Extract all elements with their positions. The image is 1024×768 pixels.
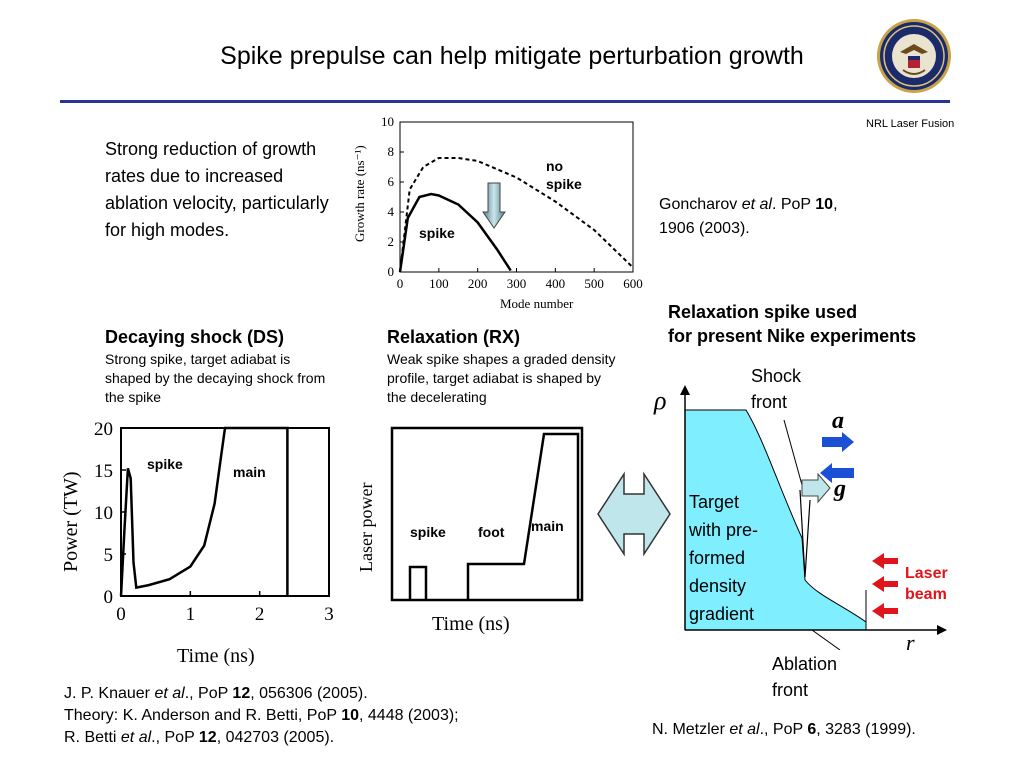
ds-xlabel: Time (ns): [177, 645, 255, 667]
org-label: NRL Laser Fusion: [866, 118, 955, 130]
spike-curve: [398, 192, 512, 273]
ds-spike-label: spike: [147, 456, 183, 472]
ds-y-tick-label: 20: [94, 419, 113, 440]
rx-spike-label: spike: [410, 524, 446, 540]
rx-heading: Relaxation (RX): [387, 327, 521, 347]
density-profile-diagram: [680, 385, 947, 650]
ds-y-tick-label: 0: [104, 587, 114, 608]
growth-y-tick-label: 4: [388, 204, 395, 219]
growth-y-tick-label: 2: [388, 234, 395, 249]
rx-power-curve: [408, 432, 580, 600]
growth-y-tick-label: 0: [388, 264, 395, 279]
shock-spike: [799, 489, 811, 578]
g-label: g: [834, 476, 846, 502]
growth-y-tick-label: 6: [388, 174, 395, 189]
laser-arrow-icon: [872, 553, 898, 569]
ablation-front-pointer: [811, 629, 841, 650]
ds-main-label: main: [233, 464, 266, 480]
ds-x-tick-label: 1: [186, 604, 196, 625]
rx-foot-label: foot: [478, 524, 505, 540]
growth-x-tick-label: 0: [397, 276, 404, 291]
ds-ylabel: Power (TW): [60, 471, 82, 572]
growth-x-tick-label: 100: [429, 276, 449, 291]
naval-academy-seal-icon: [877, 19, 951, 93]
rx-ylabel: Laser power: [356, 483, 376, 572]
rx-description: Weak spike shapes a graded density profi…: [387, 351, 616, 405]
rho-label: ρ: [654, 386, 667, 415]
ds-power-chart: 0 5 10 15 20 0 1 2 3 Power (TW) Time (ns): [55, 412, 345, 670]
target-label: Target with pre- formed density gradient: [689, 492, 759, 624]
spike-label: spike: [419, 225, 455, 241]
ref-goncharov: Goncharov et al. PoP 10, 1906 (2003).: [659, 196, 838, 237]
no-spike-curve: [399, 157, 634, 273]
shock-front-pointer: [783, 419, 803, 486]
ablation-front-label: Ablation front: [772, 654, 838, 700]
rx-laser-chart: Laser power Time (ns): [352, 412, 592, 644]
ds-x-tick-label: 2: [255, 604, 265, 625]
growth-ylabel: Growth rate (ns⁻¹): [352, 145, 367, 242]
laser-beam-label: Laser beam: [905, 565, 948, 603]
ds-y-tick-label: 10: [94, 503, 113, 524]
down-arrow-icon: [482, 182, 506, 229]
growth-x-tick-label: 200: [468, 276, 488, 291]
growth-rate-chart: 0 2 4 6 8 10 0 100 200 300 400 500 600 Growth rate …: [352, 114, 643, 311]
ds-x-tick-label: 0: [116, 604, 126, 625]
growth-x-tick-label: 600: [623, 276, 643, 291]
ref-metzler: N. Metzler et al., PoP 6, 3283 (1999).: [652, 721, 916, 738]
ds-heading: Decaying shock (DS): [105, 327, 285, 347]
ds-x-tick-label: 3: [324, 604, 334, 625]
acceleration-arrow-icon: [822, 432, 854, 452]
rx-used-heading: Relaxation spike used for present Nike e…: [668, 302, 917, 346]
shock-front-label: Shock front: [751, 366, 802, 412]
growth-xlabel: Mode number: [500, 296, 574, 311]
laser-arrow-icon: [872, 576, 898, 592]
ds-description: Strong spike, target adiabat is shaped b…: [105, 351, 326, 405]
refs-left: J. P. Knauer et al., PoP 12, 056306 (200…: [64, 685, 459, 746]
r-label: r: [906, 630, 915, 655]
laser-arrow-icon: [872, 603, 898, 619]
ds-y-tick-label: 5: [104, 545, 114, 566]
page-title: Spike prepulse can help mitigate perturb…: [220, 42, 804, 70]
rx-xlabel: Time (ns): [432, 613, 510, 635]
gravity-arrow-icon: [820, 463, 854, 483]
no-spike-label: no spike: [546, 158, 582, 192]
growth-x-tick-label: 300: [507, 276, 527, 291]
shock-arrow-icon: [801, 472, 831, 504]
double-arrow-icon: [597, 471, 671, 557]
rx-main-label: main: [531, 518, 564, 534]
intro-text: Strong reduction of growth rates due to …: [105, 139, 329, 240]
growth-x-tick-label: 400: [546, 276, 566, 291]
ds-y-tick-label: 15: [94, 461, 113, 482]
growth-y-tick-label: 10: [381, 114, 394, 129]
a-label: a: [832, 408, 844, 434]
growth-x-tick-label: 500: [584, 276, 604, 291]
title-rule: [60, 100, 950, 103]
growth-y-tick-label: 8: [388, 144, 395, 159]
ds-power-curve: [119, 426, 289, 597]
